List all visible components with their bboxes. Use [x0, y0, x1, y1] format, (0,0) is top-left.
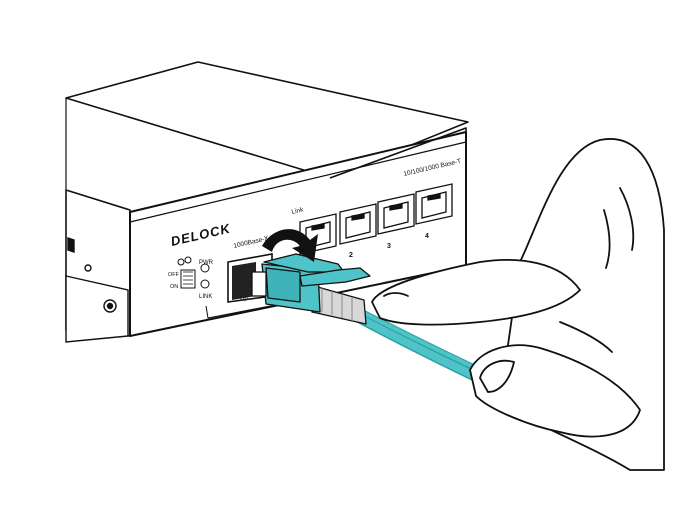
port-number-4: 4 [425, 233, 429, 240]
insert-arrow-icon [262, 229, 318, 262]
rj45-port-3[interactable] [377, 193, 415, 235]
led-indicator-icon [184, 256, 192, 264]
port-number-3: 3 [387, 243, 391, 250]
lc-connector[interactable] [251, 253, 371, 325]
rj45-port-2[interactable] [339, 203, 377, 245]
pwr-led-label: PWR [199, 260, 214, 266]
sfp-slot [232, 262, 256, 300]
pwr-led-icon [200, 263, 210, 273]
led-indicator-icon [177, 258, 185, 266]
hand-illustration [371, 138, 665, 471]
rj45-port-4[interactable] [415, 183, 453, 225]
mounting-bracket [65, 237, 129, 343]
uplink-label: Up [240, 296, 248, 302]
port-number-2: 2 [349, 252, 353, 259]
link-led-icon [200, 279, 210, 289]
off-label: OFF [168, 272, 180, 278]
link-label: Link [291, 206, 305, 216]
dip-switch[interactable] [180, 269, 196, 289]
on-label: ON [170, 284, 178, 290]
link-led-label: LINK [199, 294, 212, 300]
